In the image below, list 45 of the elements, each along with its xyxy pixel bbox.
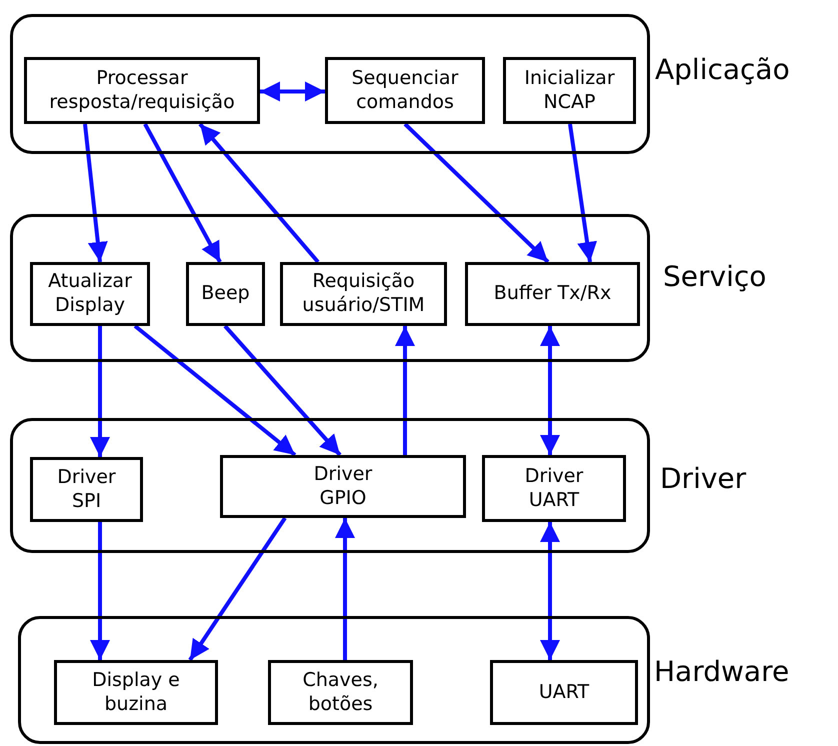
box-label: UART [538, 680, 590, 704]
process-box [186, 262, 265, 326]
box-label: Display e buzina [91, 668, 181, 716]
arrow [90, 522, 110, 660]
arrow [224, 324, 342, 456]
process-box [30, 457, 143, 522]
arrow [134, 324, 296, 457]
arrow [188, 516, 287, 662]
arrow [540, 326, 560, 455]
process-box [482, 455, 626, 522]
arrow [260, 82, 325, 102]
box-label: Requisição usuário/STIM [301, 270, 426, 318]
layer-heading: Aplicação [655, 53, 790, 86]
arrow [90, 326, 110, 457]
arrow [540, 522, 560, 660]
box-label: Buffer Tx/Rx [494, 282, 612, 306]
process-box [30, 262, 150, 326]
arrow [198, 122, 320, 264]
layer-heading: Driver [660, 462, 746, 495]
box-label: Inicializar NCAP [523, 66, 616, 114]
box-label: Processar resposta/requisição [48, 66, 236, 114]
arrow [404, 122, 550, 264]
layer-heading: Hardware [654, 655, 790, 688]
process-box [24, 57, 260, 124]
arrow [143, 123, 222, 263]
box-label: Chaves, botões [302, 668, 380, 716]
arrow [395, 326, 415, 455]
process-box [503, 57, 636, 124]
box-label: Driver SPI [56, 466, 117, 514]
box-label: Atualizar Display [47, 270, 133, 318]
process-box [54, 660, 218, 725]
arrow [335, 518, 355, 660]
arrow [568, 124, 598, 262]
process-box [465, 262, 640, 326]
layer-heading: Serviço [663, 260, 766, 293]
process-box [220, 455, 466, 518]
process-box [490, 660, 638, 725]
box-label: Driver UART [524, 464, 584, 512]
box-label: Sequenciar comandos [350, 66, 460, 114]
arrow [83, 124, 108, 262]
process-box [268, 660, 413, 725]
box-label: Driver GPIO [312, 462, 374, 510]
box-label: Beep [201, 282, 250, 306]
process-box [325, 57, 485, 124]
process-box [280, 262, 447, 326]
